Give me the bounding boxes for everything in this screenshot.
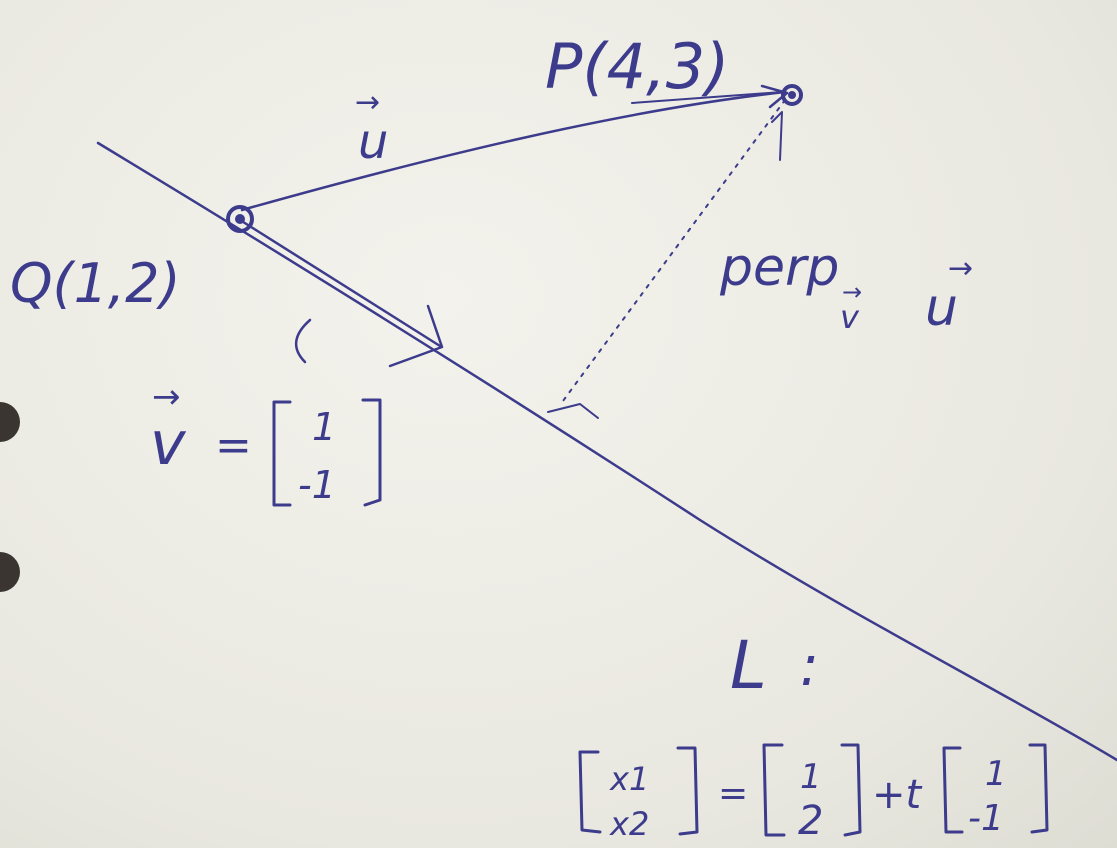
line-L — [96, 141, 1117, 762]
v-component-1: 1 — [312, 405, 336, 449]
perp-subscript-arrow: → — [842, 278, 862, 306]
vector-v-equals: = — [215, 420, 252, 471]
vector-u-shaft — [240, 90, 787, 212]
vector-u-arrow: → — [355, 85, 380, 120]
v-bracket-right — [361, 398, 382, 507]
binder-hole-bottom — [0, 552, 20, 592]
vector-v-arrow: → — [152, 377, 181, 417]
eq-lhs-x1: x1 — [609, 760, 649, 798]
vector-u-overstroke — [631, 91, 783, 104]
perp-dotted-line — [559, 99, 786, 406]
eq-point-bracket-left — [762, 743, 786, 837]
perp-label: perp — [719, 238, 839, 298]
eq-dir-bracket-left — [942, 746, 964, 834]
eq-plus-t: +t — [872, 772, 923, 818]
v-bracket-left — [272, 400, 292, 507]
eq-lhs-x2: x2 — [609, 805, 649, 843]
vector-v-shaft — [238, 218, 442, 348]
vector-v-label: v — [150, 409, 187, 479]
perp-of-u: u — [925, 278, 958, 338]
eq-lhs-bracket-right — [676, 746, 699, 836]
line-L-colon: : — [800, 634, 819, 699]
right-angle-mark — [547, 403, 599, 419]
eq-lhs-bracket-left — [578, 750, 602, 834]
point-P-dot — [781, 84, 803, 106]
point-Q-label: Q(1,2) — [10, 252, 181, 315]
eq-point-2: 2 — [798, 798, 823, 844]
line-L-label: L — [730, 627, 767, 704]
eq-point-bracket-right — [840, 743, 862, 837]
vector-v-arrowhead — [388, 304, 444, 368]
point-Q-dot — [226, 205, 254, 233]
v-component-2: -1 — [298, 463, 336, 507]
perp-subscript: v — [840, 298, 860, 336]
vector-u-arrowhead — [760, 84, 789, 109]
vector-u-label: u — [358, 114, 388, 170]
eq-dir-bracket-right — [1028, 743, 1049, 834]
point-Q-center — [235, 214, 245, 224]
eq-dir-1: 1 — [985, 754, 1007, 794]
binder-hole-top — [0, 402, 20, 442]
perp-of-u-arrow: → — [948, 251, 973, 286]
perp-tail-mark — [771, 111, 783, 161]
angle-mark-v — [295, 318, 312, 364]
eq-equals: = — [718, 773, 748, 814]
eq-dir-2: -1 — [968, 798, 1004, 839]
point-P-label: P(4,3) — [545, 30, 729, 103]
eq-point-1: 1 — [800, 757, 822, 797]
point-P-center — [788, 91, 796, 99]
